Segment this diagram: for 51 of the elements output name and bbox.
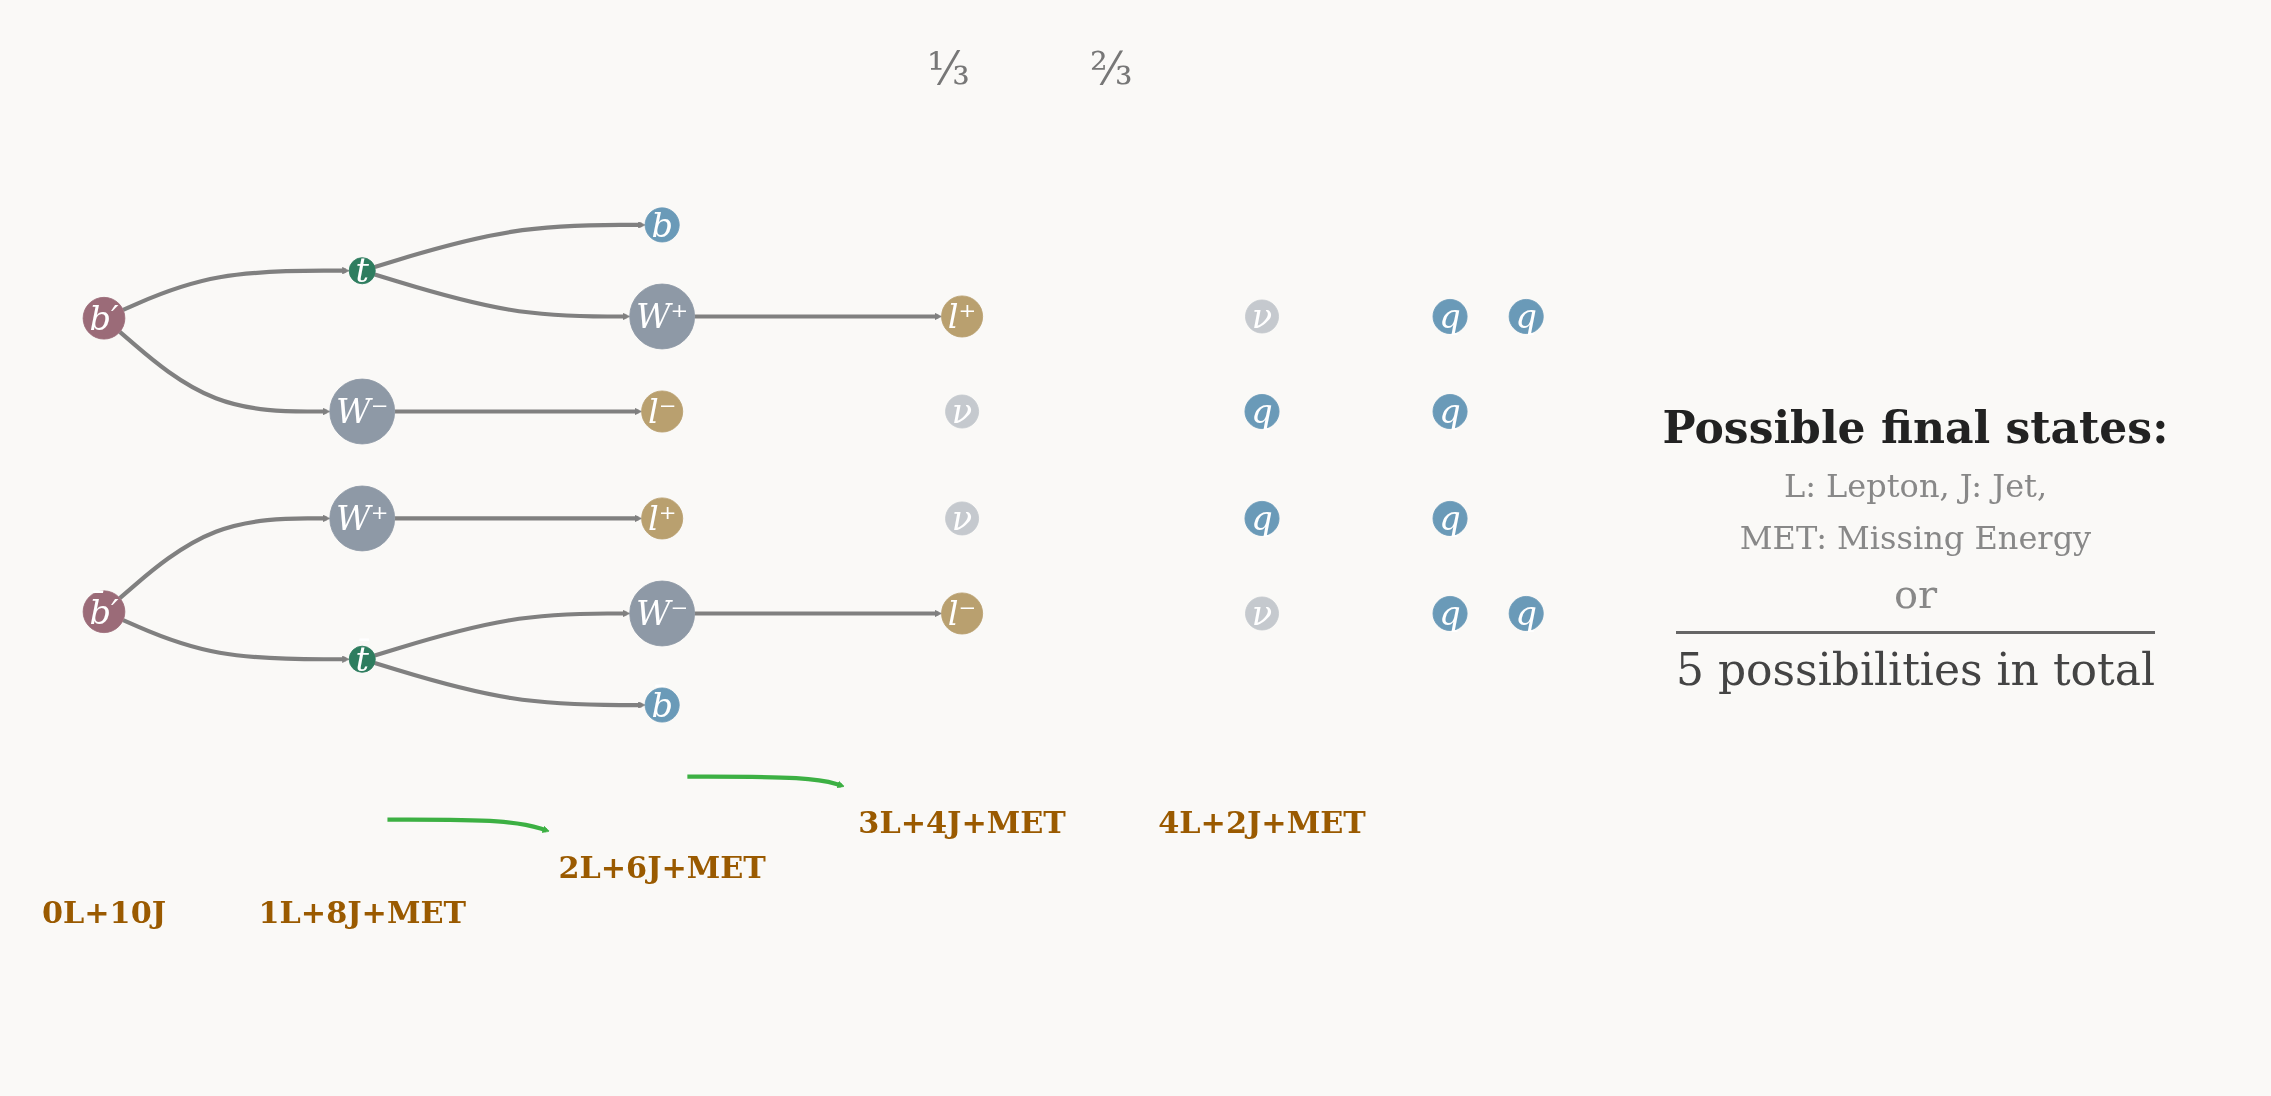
arrow	[118, 330, 331, 416]
node-text: 2L+6J+MET	[558, 849, 766, 885]
node-circle: b̄′	[82, 590, 126, 634]
arrow	[687, 774, 845, 789]
node-circle: q	[1432, 299, 1468, 335]
node-circle: l⁺	[941, 295, 984, 338]
arrow	[122, 618, 350, 664]
node-circle: W⁺	[329, 485, 396, 552]
legend-note: MET: Missing Energy	[1739, 518, 2092, 557]
arrow	[118, 514, 331, 600]
arrow	[694, 312, 942, 321]
arrow	[387, 817, 550, 834]
legend-note: L: Lepton, J: Jet,	[1783, 466, 2048, 505]
panel-heading: Possible final states:	[1662, 401, 2169, 453]
node-circle: l⁻	[641, 390, 684, 433]
arrow	[122, 267, 350, 312]
node-text: 4L+2J+MET	[1158, 804, 1366, 840]
node-text: 1L+8J+MET	[258, 894, 466, 930]
node-circle: q	[1432, 596, 1468, 632]
node-circle: ν	[945, 501, 980, 536]
node-label: t̄	[355, 640, 369, 679]
arrow	[374, 221, 646, 270]
arrow	[374, 609, 631, 658]
node-circle: q	[1244, 394, 1280, 430]
fraction-label: ⅓	[927, 42, 970, 94]
arrow	[394, 514, 642, 523]
node-circle: q	[1508, 299, 1544, 335]
node-circle: q	[1432, 394, 1468, 430]
node-circle: W⁺	[629, 283, 696, 350]
node-circle: ν	[1245, 596, 1279, 631]
node-circle: q	[1508, 596, 1544, 632]
arrow	[374, 661, 646, 709]
node-circle: W⁻	[329, 378, 396, 445]
node-circle: b′	[82, 297, 126, 340]
or-label: or	[1893, 570, 1938, 617]
fraction-label: ⅔	[1090, 42, 1133, 94]
arrow	[694, 609, 942, 618]
node-circle: q	[1244, 501, 1280, 537]
total-note: 5 possibilities in total	[1675, 630, 2156, 695]
node-circle: ν	[1245, 299, 1279, 334]
node-circle: t	[348, 257, 376, 285]
node-circle: l⁺	[641, 497, 684, 540]
arrow	[374, 272, 631, 321]
node-circle: ν	[945, 394, 980, 429]
arrow	[394, 408, 642, 416]
node-circle: b	[644, 207, 680, 243]
node-circle: W⁻	[629, 580, 696, 647]
node-text: 3L+4J+MET	[858, 804, 1066, 840]
node-circle: q	[1432, 501, 1468, 537]
node-text: 0L+10J	[41, 894, 167, 930]
node-circle: l⁻	[941, 592, 984, 635]
